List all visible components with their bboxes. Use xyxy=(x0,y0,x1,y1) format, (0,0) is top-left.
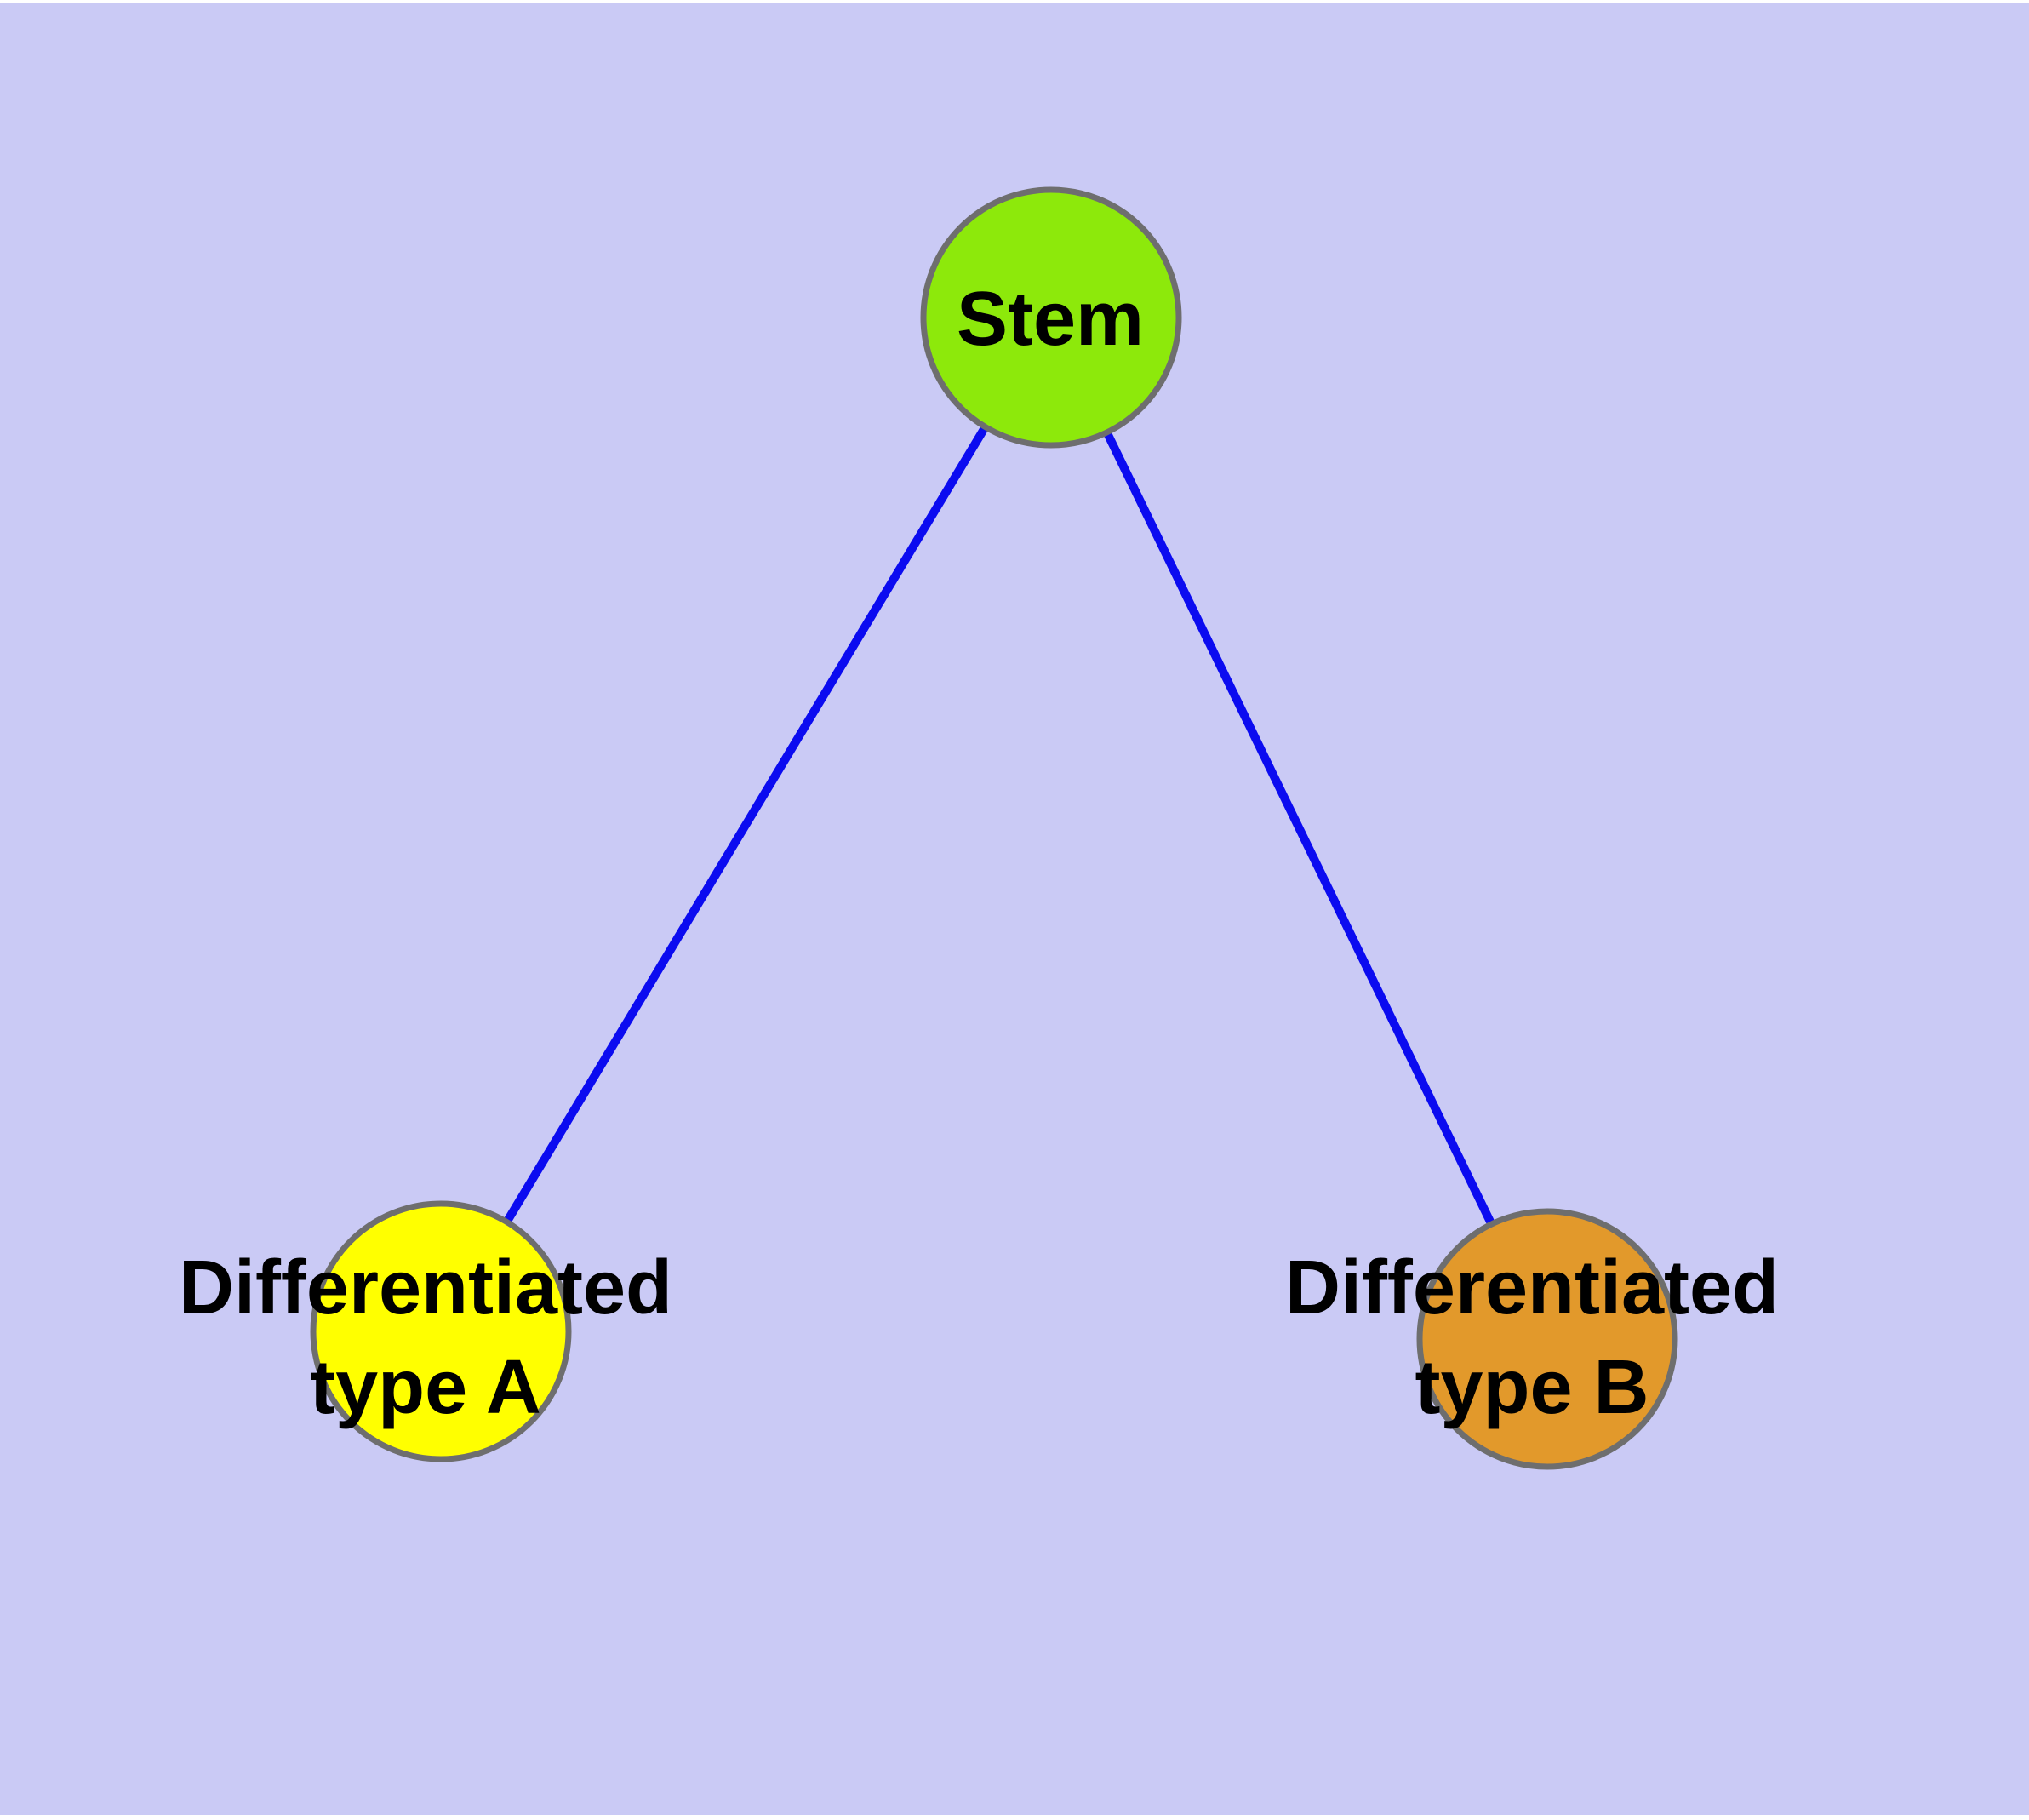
node-typeB-label-line2: type B xyxy=(1415,1345,1649,1430)
node-typeA-label-line2: type A xyxy=(310,1345,541,1430)
edge-stem-to-typeA xyxy=(437,315,1055,1334)
node-stem-label: Stem xyxy=(957,277,1144,362)
node-typeA-circle xyxy=(310,1200,572,1462)
edge-stem-to-typeB xyxy=(1047,315,1552,1342)
node-typeB-circle xyxy=(1416,1208,1678,1470)
node-typeA-label-line1: Differentiated xyxy=(179,1245,672,1331)
node-stem-circle xyxy=(920,186,1182,449)
node-typeB-label-line1: Differentiated xyxy=(1285,1245,1779,1331)
